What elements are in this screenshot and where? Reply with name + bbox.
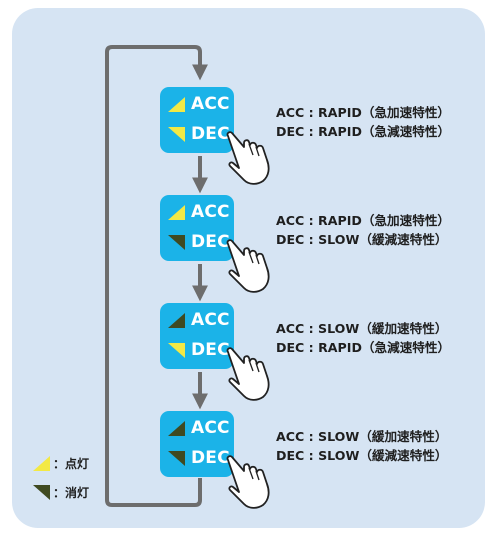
mode-button-step-1[interactable]: ACC DEC	[160, 87, 234, 153]
dec-label: DEC	[191, 123, 230, 144]
dec-setting-text: DEC : SLOW（緩減速特性）	[276, 232, 448, 247]
lit-triangle-icon	[33, 456, 50, 471]
acc-setting-text: ACC : SLOW（緩加速特性）	[276, 429, 448, 444]
acc-setting-text: ACC : SLOW（緩加速特性）	[276, 321, 448, 336]
pointing-hand-icon	[226, 131, 270, 185]
pointing-hand-icon	[226, 347, 270, 401]
legend-unlit: ：消灯	[33, 484, 89, 501]
acc-lamp-unlit-icon	[168, 312, 185, 328]
dec-label: DEC	[191, 447, 230, 468]
acc-label: ACC	[191, 201, 230, 222]
dec-lamp-lit-icon	[168, 342, 185, 358]
pointing-hand-icon	[226, 455, 270, 509]
legend-lit: ：点灯	[33, 455, 89, 472]
dec-setting-text: DEC : RAPID（急減速特性）	[276, 124, 451, 139]
dec-lamp-unlit-icon	[168, 450, 185, 466]
mode-button-step-3[interactable]: ACC DEC	[160, 303, 234, 369]
acc-lamp-lit-icon	[168, 96, 185, 112]
dec-lamp-unlit-icon	[168, 234, 185, 250]
acc-setting-text: ACC : RAPID（急加速特性）	[276, 213, 451, 228]
dec-lamp-lit-icon	[168, 126, 185, 142]
acc-lamp-lit-icon	[168, 204, 185, 220]
acc-label: ACC	[191, 93, 230, 114]
dec-label: DEC	[191, 339, 230, 360]
mode-button-step-2[interactable]: ACC DEC	[160, 195, 234, 261]
step-2-description: ACC : RAPID（急加速特性） DEC : SLOW（緩減速特性）	[276, 211, 450, 249]
pointing-hand-icon	[226, 239, 270, 293]
acc-label: ACC	[191, 309, 230, 330]
legend-lit-label: ：点灯	[53, 457, 90, 471]
acc-label: ACC	[191, 417, 230, 438]
mode-button-step-4[interactable]: ACC DEC	[160, 411, 234, 477]
dec-setting-text: DEC : RAPID（急減速特性）	[276, 340, 451, 355]
legend-unlit-label: ：消灯	[53, 486, 90, 500]
step-1-description: ACC : RAPID（急加速特性） DEC : RAPID（急減速特性）	[276, 103, 450, 141]
loop-back-line	[105, 45, 208, 507]
dec-label: DEC	[191, 231, 230, 252]
acc-setting-text: ACC : RAPID（急加速特性）	[276, 105, 451, 120]
step-4-description: ACC : SLOW（緩加速特性） DEC : SLOW（緩減速特性）	[276, 427, 448, 465]
step-3-description: ACC : SLOW（緩加速特性） DEC : RAPID（急減速特性）	[276, 319, 450, 357]
acc-lamp-unlit-icon	[168, 420, 185, 436]
dec-setting-text: DEC : SLOW（緩減速特性）	[276, 448, 448, 463]
unlit-triangle-icon	[33, 485, 50, 500]
